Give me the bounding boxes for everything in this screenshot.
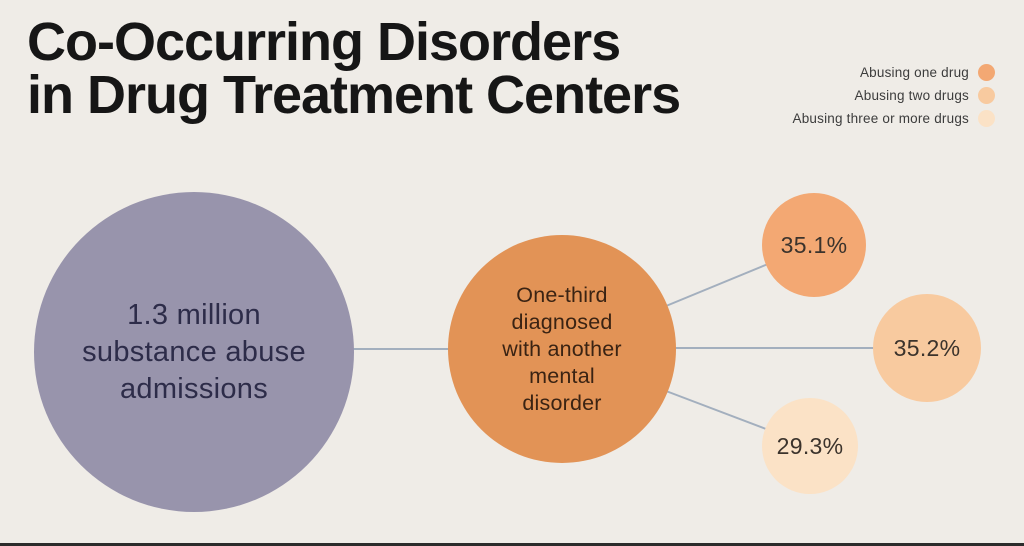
bubble-mid-text-line: mental [529, 363, 595, 388]
bubble-main-text-line: 1.3 million [127, 298, 261, 331]
connector-mid-to-leaf1 [665, 263, 769, 307]
bubble-percent-three-or-more-drugs: 29.3% [762, 398, 858, 494]
bubble-main-text-line: substance abuse [82, 335, 306, 368]
page-title-line1: Co-Occurring Disorders [27, 12, 621, 72]
legend-label: Abusing two drugs [854, 88, 969, 103]
bubble-mid-text-line: with another [502, 336, 622, 361]
page-title: Co-Occurring Disorders in Drug Treatment… [27, 12, 681, 125]
percent-value-one-drug: 35.1% [780, 231, 848, 258]
legend-label: Abusing three or more drugs [792, 111, 969, 126]
bubble-main-text-line: admissions [119, 372, 269, 405]
percent-value-two-drugs: 35.2% [893, 334, 961, 361]
legend-dot-one-drug-icon [978, 64, 995, 81]
frame-bottom-edge [0, 543, 1024, 546]
legend-dot-three-or-more-drugs-icon [978, 110, 995, 127]
bubble-substance-abuse-admissions: 1.3 million substance abuse admissions [34, 192, 354, 512]
legend: Abusing one drug Abusing two drugs Abusi… [792, 63, 995, 132]
page-title-line2: in Drug Treatment Centers [27, 65, 681, 125]
legend-dot-two-drugs-icon [978, 87, 995, 104]
percent-value-three-or-more-drugs: 29.3% [776, 432, 844, 459]
legend-label: Abusing one drug [859, 65, 969, 80]
bubble-mid-text-line: disorder [522, 390, 602, 415]
bubble-percent-one-drug: 35.1% [762, 193, 866, 297]
legend-item-one-drug: Abusing one drug [793, 63, 995, 82]
connector-mid-to-leaf3 [665, 390, 767, 430]
legend-item-three-or-more-drugs: Abusing three or more drugs [792, 109, 995, 128]
bubble-mid-text-line: One-third [516, 282, 608, 307]
bubble-percent-two-drugs: 35.2% [873, 294, 981, 402]
bubble-mid-text-line: diagnosed [511, 309, 613, 334]
bubble-diagnosed-mental-disorder: One-third diagnosed with another mental … [448, 235, 676, 463]
legend-item-two-drugs: Abusing two drugs [793, 86, 995, 105]
